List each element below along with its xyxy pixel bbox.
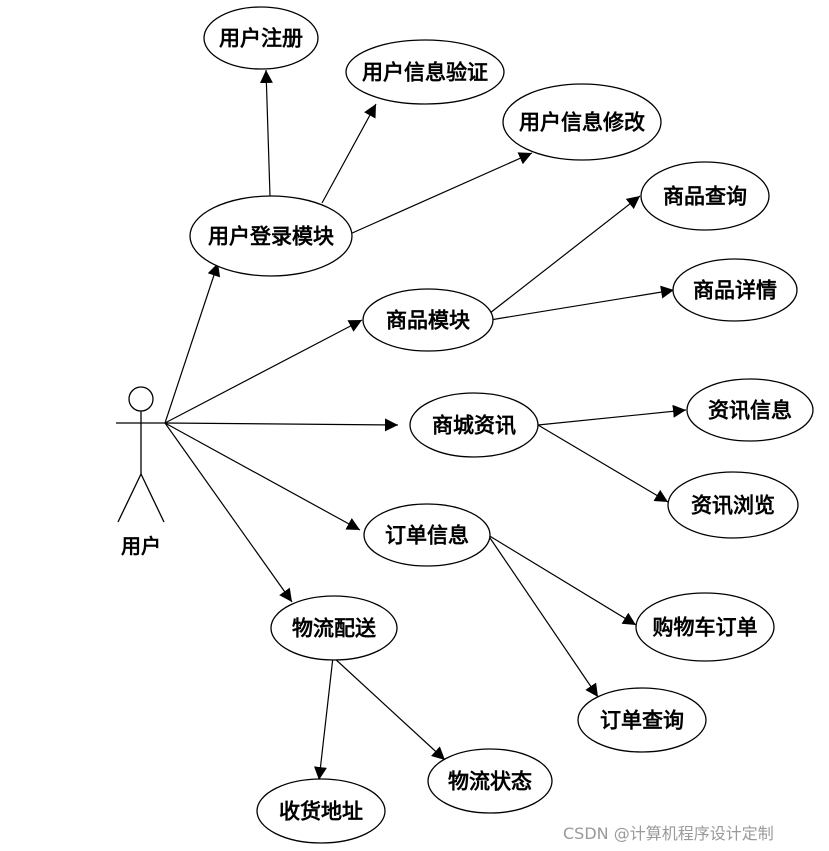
actor-leg-left: [117, 473, 142, 523]
use-case-product-query: 商品查询: [640, 161, 770, 231]
use-case-label: 购物车订单: [653, 615, 758, 640]
use-case-label: 商品模块: [386, 308, 471, 333]
edge-logistics-to-address: [314, 656, 334, 781]
edges: [164, 69, 687, 781]
edge-login-to-register: [259, 69, 273, 197]
use-case-label: 商品详情: [693, 278, 777, 303]
edge-login-to-modify: [349, 152, 533, 235]
use-case-label: 订单查询: [600, 708, 684, 733]
edge-logistics-to-status: [332, 656, 446, 761]
use-case-news-info: 资讯信息: [686, 378, 814, 442]
use-case-user-info-verify: 用户信息验证: [345, 39, 505, 105]
user-actor: 用户: [116, 386, 166, 558]
edge-news-to-info: [537, 404, 687, 426]
edge-user-to-login: [164, 262, 221, 424]
use-case-label: 用户注册: [219, 26, 303, 51]
use-case-product-module: 商品模块: [362, 288, 494, 352]
edge-product-to-query: [489, 195, 641, 314]
actor-label: 用户: [121, 534, 161, 558]
use-case-label: 商城资讯: [432, 413, 516, 438]
use-case-label: 商品查询: [663, 184, 747, 209]
edge-user-to-order-info: [164, 422, 361, 531]
edge-order-to-cart: [487, 534, 637, 626]
use-case-label: 用户信息验证: [362, 60, 488, 85]
use-case-label: 用户登录模块: [208, 224, 335, 249]
edge-order-to-query: [487, 534, 599, 698]
use-case-logistics-status: 物流状态: [427, 748, 553, 814]
use-case-order-query: 订单查询: [577, 687, 707, 753]
use-case-cart-order: 购物车订单: [635, 592, 775, 662]
use-case-user-register: 用户注册: [203, 6, 319, 70]
use-case-news-browse: 资讯浏览: [667, 471, 799, 539]
use-case-user-login-module: 用户登录模块: [189, 195, 353, 277]
watermark: CSDN @计算机程序设计定制: [563, 824, 774, 843]
edge-login-to-verify: [321, 103, 377, 204]
use-case-label: 物流配送: [292, 616, 377, 641]
use-case-label: 资讯信息: [708, 398, 792, 423]
actor-head: [128, 386, 154, 412]
use-case-label: 资讯浏览: [691, 493, 775, 518]
use-case-logistics-delivery: 物流配送: [270, 595, 398, 661]
use-case-mall-news: 商城资讯: [409, 392, 539, 458]
edge-user-to-logistics: [164, 422, 293, 603]
edge-user-to-mall-news: [164, 418, 399, 432]
use-case-product-detail: 商品详情: [672, 258, 798, 322]
actor-leg-right: [140, 473, 165, 523]
use-case-label: 收货地址: [279, 799, 363, 824]
edge-news-to-browse: [537, 424, 669, 503]
use-case-shipping-address: 收货地址: [256, 778, 386, 844]
edge-user-to-product-module: [164, 319, 363, 424]
use-case-label: 订单信息: [385, 523, 469, 548]
use-case-order-info: 订单信息: [363, 503, 491, 567]
use-case-label: 用户信息修改: [519, 110, 646, 135]
use-case-user-info-modify: 用户信息修改: [502, 83, 662, 161]
use-case-label: 物流状态: [448, 769, 532, 794]
edge-product-to-detail: [489, 285, 675, 321]
